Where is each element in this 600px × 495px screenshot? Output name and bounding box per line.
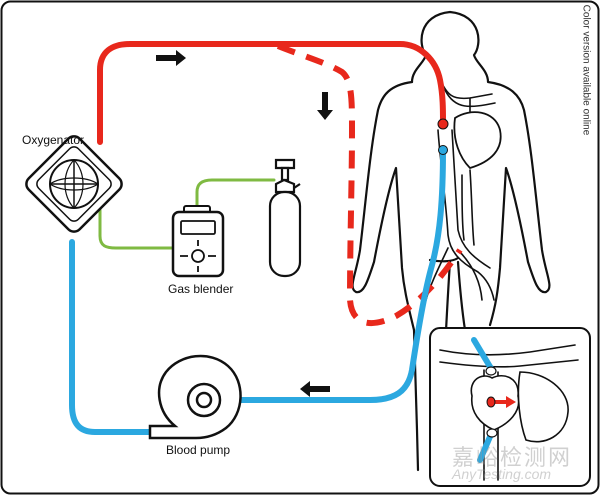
gas-blender (171, 205, 225, 278)
oxygenator (25, 135, 123, 233)
gas-blender-label: Gas blender (168, 282, 234, 296)
gas-lines (98, 178, 276, 250)
drainage-cannula-tip (438, 145, 448, 155)
return-cannula-tip (437, 118, 449, 130)
watermark-url: AnyTesting.com (452, 466, 552, 482)
flow-arrow-left-icon (300, 381, 330, 397)
flow-arrow-right-icon (156, 50, 186, 66)
color-version-note: Color version available online (580, 4, 592, 136)
watermark-text: 嘉峪检测网 (452, 445, 573, 470)
drainage-line (203, 147, 446, 403)
gas-cylinder (268, 158, 302, 278)
oxygenator-label: Oxygenator (22, 133, 85, 147)
pump-outflow-line (69, 239, 153, 435)
blood-pump (148, 354, 242, 440)
inset-view (429, 327, 591, 487)
flow-arrow-down-icon (317, 92, 333, 120)
blood-pump-label: Blood pump (166, 443, 231, 457)
heart-outline (453, 111, 502, 170)
oxygenated-return-line (97, 41, 446, 145)
dashed-return-line (276, 43, 463, 326)
